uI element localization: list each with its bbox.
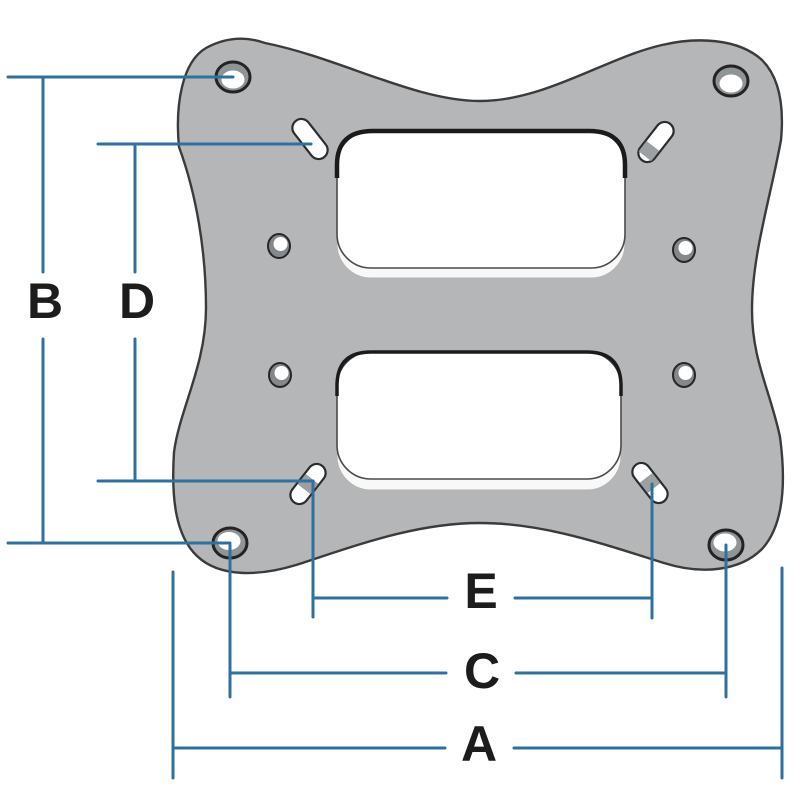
bottom-cutout-inner-shadow [335,350,623,396]
slot-bottom-right [631,461,669,505]
dimension-label-D: D [119,273,155,329]
dimension-label-A: A [461,716,497,772]
dimension-label-E: E [464,563,497,619]
dimension-label-B: B [27,273,63,329]
bottom-center-cutout [335,350,623,491]
small-hole-upper-right [672,237,696,263]
slot-top-right [637,120,675,164]
top-cutout-opening [336,130,626,269]
dimension-E: E [311,479,654,620]
corner-hole-top-right [712,64,750,98]
dimension-A: A [171,566,784,780]
dimension-B: B [6,75,235,545]
small-hole-lower-right [672,362,696,388]
dimension-D: D [96,142,315,483]
mounting-plate-outline [172,37,785,575]
bottom-cutout-opening [336,351,622,480]
small-hole-lower-left [268,362,292,388]
top-center-cutout [334,128,628,279]
small-hole-upper-left [267,233,291,259]
slot-counterbore-shading [638,141,660,162]
top-cutout-inner-shadow [334,128,628,178]
slot-counterbore-shading [639,472,661,494]
dimension-label-C: C [464,643,500,699]
dimension-C: C [228,543,728,699]
